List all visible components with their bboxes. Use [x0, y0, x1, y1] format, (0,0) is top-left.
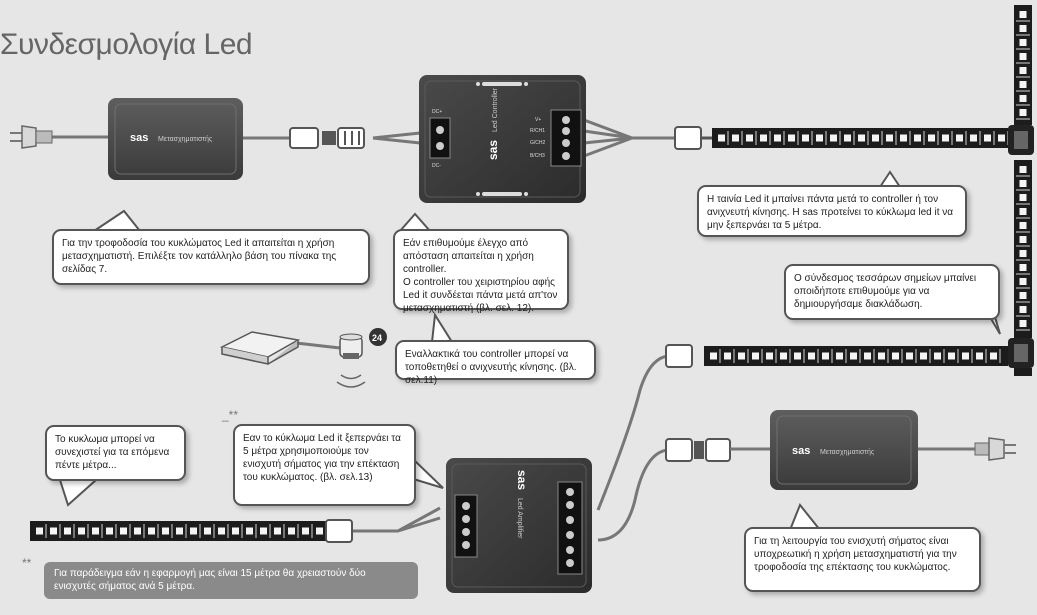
page-title: Συνδεσμολογία Led [0, 28, 253, 61]
amplifier-note-mark: _** [222, 408, 239, 422]
transformer-bottom: sas Μετασχηματιστής [770, 410, 918, 490]
strip-connector-icon [674, 126, 712, 150]
led-controller: DC+ DC- V+ R/CH1 G/CH2 B/CH3 sas Led Con… [419, 75, 586, 203]
led-strip-vertical-bottom [1014, 368, 1032, 376]
led-strip-vertical-top [1014, 5, 1032, 125]
cable-amp-to-lower-transformer [597, 448, 669, 542]
transformer-top-label: Μετασχηματιστής [158, 136, 213, 143]
four-point-connector-bottom [1008, 338, 1034, 368]
controller-pin-dcplus: DC+ [432, 109, 442, 115]
controller-pin-r: R/CH1 [530, 128, 545, 134]
amplifier-label: Led Amplifier [516, 498, 523, 539]
led-amplifier: sas Led Amplifier [446, 458, 592, 593]
callout-amplifier: Εαν το κύκλωμα Led it ξεπερνάει τα 5 μέτ… [233, 424, 416, 506]
callout-controller: Εάν επιθυμούμε έλεγχο από απόσταση απαιτ… [393, 229, 569, 314]
callout-strip: Η ταινία Led it μπαίνει πάντα μετά το co… [697, 185, 967, 237]
cable-connector-to-controller [372, 131, 421, 145]
power-plug-bottom-icon [974, 437, 1016, 461]
motion-sensor: 24 [219, 328, 387, 388]
led-strip-bottom [30, 521, 327, 541]
transformer-bottom-brand: sas [792, 445, 810, 457]
callout-continue: Το κυκλωμα μπορεί να συνεχιστεί για τα ε… [45, 425, 186, 481]
transformer-bottom-label: Μετασχηματιστής [820, 449, 875, 456]
power-plug-icon [10, 125, 53, 149]
footnote: Για παράδειγμα εάν η εφαρμογή μας είναι … [44, 562, 418, 599]
footnote-mark: ** [22, 556, 32, 570]
transformer-top: sas Μετασχηματιστής [108, 98, 243, 180]
transformer-top-brand: sas [130, 132, 148, 144]
cable-sensor [295, 341, 341, 350]
controller-pin-g: G/CH2 [530, 140, 546, 146]
callout-sensor: Εναλλακτικά του controller μπορεί να τοπ… [395, 340, 596, 386]
controller-pin-vplus: V+ [535, 117, 541, 123]
sensor-badge: 24 [372, 333, 382, 343]
led-strip-middle [704, 346, 1008, 366]
led-strip-vertical-middle [1014, 160, 1032, 338]
connector-pair-icon [289, 127, 365, 149]
led-strip-top [712, 128, 1009, 148]
led-strips [30, 5, 1032, 541]
cable-controller-to-strip [583, 118, 675, 158]
four-point-connector-top [1008, 125, 1034, 155]
callout-connector: Ο σύνδεσμος τεσσάρων σημείων μπαίνει οπο… [784, 264, 1000, 320]
callout-transformer: Για την τροφοδοσία του κυκλώματος Led it… [52, 229, 370, 285]
amplifier-brand: sas [515, 470, 529, 490]
callout-amp-power: Για τη λειτουργία του ενισχυτή σήματος ε… [744, 527, 981, 592]
controller-brand: sas [486, 140, 500, 160]
cables [52, 118, 975, 542]
controller-pin-dcminus: DC- [432, 163, 441, 169]
controller-pin-b: B/CH3 [530, 153, 545, 159]
amp-connectors-icon [325, 344, 770, 543]
cable-strip-to-amp [352, 506, 441, 533]
cable-amp-to-upper-strip [596, 354, 669, 511]
controller-label: Led Controller [492, 87, 499, 132]
